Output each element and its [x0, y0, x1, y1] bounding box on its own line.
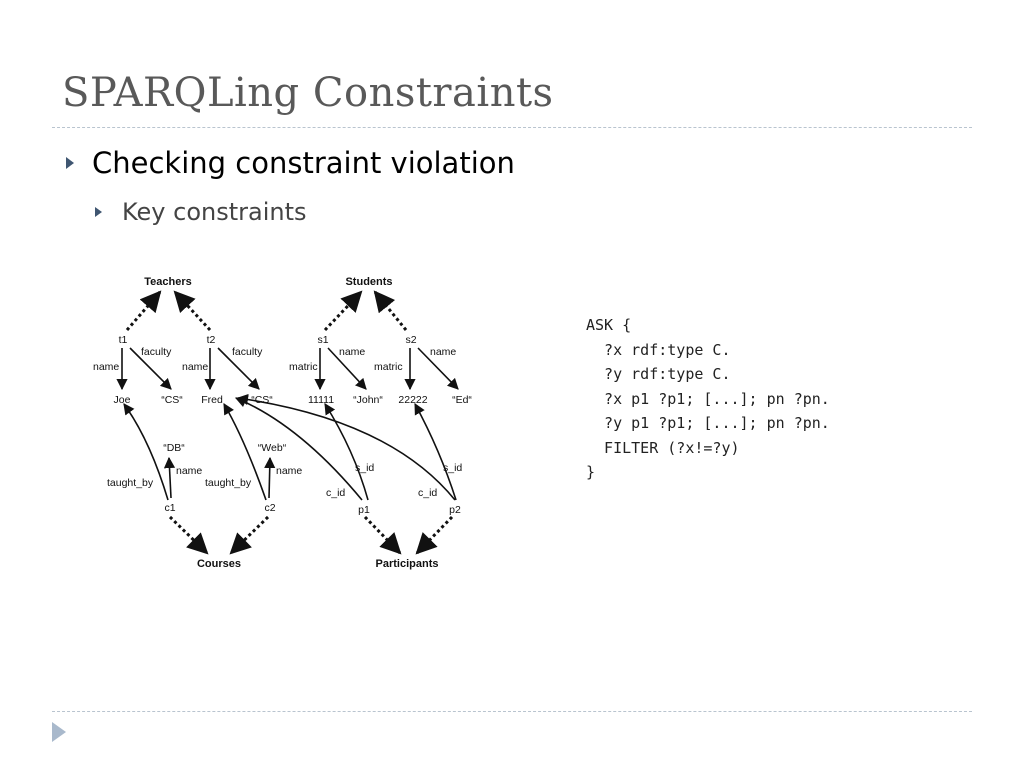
edge-p1-c-id — [234, 396, 363, 501]
edge-label-s-id: s_id — [355, 462, 374, 474]
node-c1: c1 — [164, 502, 175, 514]
edge-t2-faculty — [217, 347, 260, 390]
edge-s2-name — [417, 347, 459, 390]
literal-web: “Web“ — [258, 442, 287, 454]
edge-label-name: name — [276, 465, 302, 477]
edge-label-name: name — [93, 361, 119, 373]
node-s2: s2 — [405, 334, 416, 346]
edge-label-taught-by: taught_by — [205, 477, 252, 489]
edge-c1-taught-by — [123, 403, 169, 501]
class-courses: Courses — [197, 558, 241, 570]
edge-s1-name — [327, 347, 367, 390]
edge-c2-name — [264, 456, 276, 499]
type-edge — [415, 515, 454, 555]
node-t1: t1 — [119, 334, 128, 346]
next-slide-icon[interactable] — [52, 722, 66, 742]
edge-p1-s-id — [324, 403, 369, 501]
code-line: ?x rdf:type C. — [586, 340, 731, 359]
type-edge — [323, 290, 363, 332]
literal-joe: Joe — [114, 394, 131, 406]
type-edge — [173, 290, 212, 332]
code-line: ?y p1 ?p1; [...]; pn ?pn. — [586, 414, 830, 432]
code-line: } — [586, 463, 596, 481]
edge-label-name: name — [430, 346, 456, 358]
title-divider — [52, 127, 972, 128]
bullet-level-2: Key constraints — [95, 198, 307, 226]
literal-11111: 11111 — [308, 394, 334, 406]
edge-c1-name — [163, 456, 176, 499]
edge-label-taught-by: taught_by — [107, 477, 154, 489]
type-edge — [363, 515, 402, 555]
edge-label-c-id: c_id — [326, 487, 345, 499]
type-edge — [229, 515, 270, 555]
edge-label-name: name — [339, 346, 365, 358]
edge-label-name: name — [176, 465, 202, 477]
type-edge — [168, 515, 209, 555]
code-line: ?x p1 ?p1; [...]; pn ?pn. — [586, 389, 830, 408]
edge-label-matric: matric — [374, 361, 403, 373]
edge-t1-faculty — [129, 347, 172, 390]
bullet-text: Key constraints — [122, 198, 307, 226]
literal-ed: “Ed“ — [452, 394, 472, 406]
code-line: FILTER (?x!=?y) — [586, 438, 740, 457]
edge-label-c-id: c_id — [418, 487, 437, 499]
edge-label-faculty: faculty — [141, 346, 172, 358]
literal-22222: 22222 — [398, 394, 427, 406]
class-teachers: Teachers — [144, 276, 192, 288]
bullet-text: Checking constraint violation — [92, 146, 515, 180]
edge-label-name: name — [182, 361, 208, 373]
literal-db: “DB“ — [163, 442, 185, 454]
edge-c2-taught-by — [223, 403, 267, 501]
code-line: ASK { — [586, 316, 632, 334]
bullet-level-1: Checking constraint violation — [66, 146, 515, 180]
node-p1: p1 — [358, 504, 370, 516]
footer-divider — [52, 711, 972, 712]
bullet-triangle-icon — [66, 157, 74, 169]
edge-label-faculty: faculty — [232, 346, 263, 358]
bullet-triangle-icon — [95, 207, 102, 217]
literal-cs: “CS“ — [161, 394, 183, 406]
edge-p2-s-id — [414, 403, 457, 501]
class-participants: Participants — [376, 558, 439, 570]
node-p2: p2 — [449, 504, 461, 516]
edge-label-s-id: s_id — [443, 462, 462, 474]
class-students: Students — [345, 276, 392, 288]
edge-p2-c-id — [236, 393, 456, 501]
node-c2: c2 — [264, 502, 275, 514]
type-edge — [125, 290, 162, 331]
node-s1: s1 — [317, 334, 328, 346]
literal-john: “John“ — [353, 394, 383, 406]
edge-label-matric: matric — [289, 361, 318, 373]
literal-cs: “CS“ — [251, 394, 273, 406]
node-t2: t2 — [207, 334, 216, 346]
type-edge — [373, 290, 408, 331]
sparql-query-block: ASK { ?x rdf:type C. ?y rdf:type C. ?x p… — [586, 313, 830, 485]
literal-fred: Fred — [201, 394, 223, 406]
slide-title: SPARQLing Constraints — [62, 70, 554, 116]
code-line: ?y rdf:type C. — [586, 365, 731, 383]
